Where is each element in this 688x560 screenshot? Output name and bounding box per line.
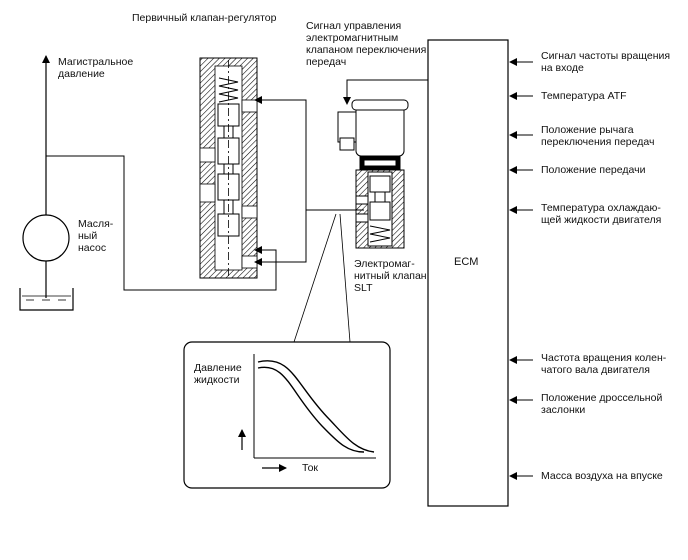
graph-xlabel: Ток bbox=[302, 462, 319, 474]
callout-line-right bbox=[339, 213, 351, 343]
oil-pump-label: Масля- ный насос bbox=[78, 218, 114, 254]
ecm-input-gear-position: Положение передачи bbox=[541, 164, 646, 176]
slt-valve-label: Электромаг- нитный клапан SLT bbox=[354, 258, 427, 294]
ecm-input-mass-air: Масса воздуха на впуске bbox=[541, 470, 663, 482]
graph-curve-upper bbox=[257, 360, 375, 453]
slt-control-signal-label: Сигнал управления электромагнитным клапа… bbox=[306, 20, 427, 68]
slt-output-line bbox=[254, 209, 364, 266]
graph-curve-lower bbox=[257, 366, 365, 453]
slt-solenoid-valve bbox=[337, 99, 409, 249]
ecm-input-engine-speed: Частота вращения колен- чатого вала двиг… bbox=[541, 352, 667, 376]
ecm-input-atf-temp: Температура ATF bbox=[541, 90, 627, 102]
oil-pump bbox=[19, 55, 74, 311]
ecm-label: ECM bbox=[454, 256, 479, 268]
regulator-feedback-line bbox=[254, 96, 307, 210]
line-pressure-branch bbox=[46, 155, 277, 291]
regulator-valve-label: Первичный клапан-регулятор bbox=[132, 12, 277, 24]
line-pressure-label: Магистральное давление bbox=[58, 56, 134, 80]
ecm-input-shift-lever: Положение рычага переключения передач bbox=[541, 124, 655, 148]
ecm-input-coolant-temp: Температура охлаждаю- щей жидкости двига… bbox=[541, 202, 662, 226]
ecm-input-input-speed: Сигнал частоты вращения на входе bbox=[541, 50, 671, 74]
ecm-input-throttle: Положение дроссельной заслонки bbox=[541, 392, 663, 416]
ecm-box bbox=[427, 39, 509, 507]
regulator-valve-body bbox=[199, 57, 258, 279]
ecm-signal-line bbox=[343, 79, 428, 105]
graph-box bbox=[183, 341, 391, 489]
callout-line-left bbox=[293, 213, 337, 343]
graph-ylabel: Давление жидкости bbox=[194, 362, 242, 386]
ecm-input-arrows bbox=[509, 58, 533, 480]
